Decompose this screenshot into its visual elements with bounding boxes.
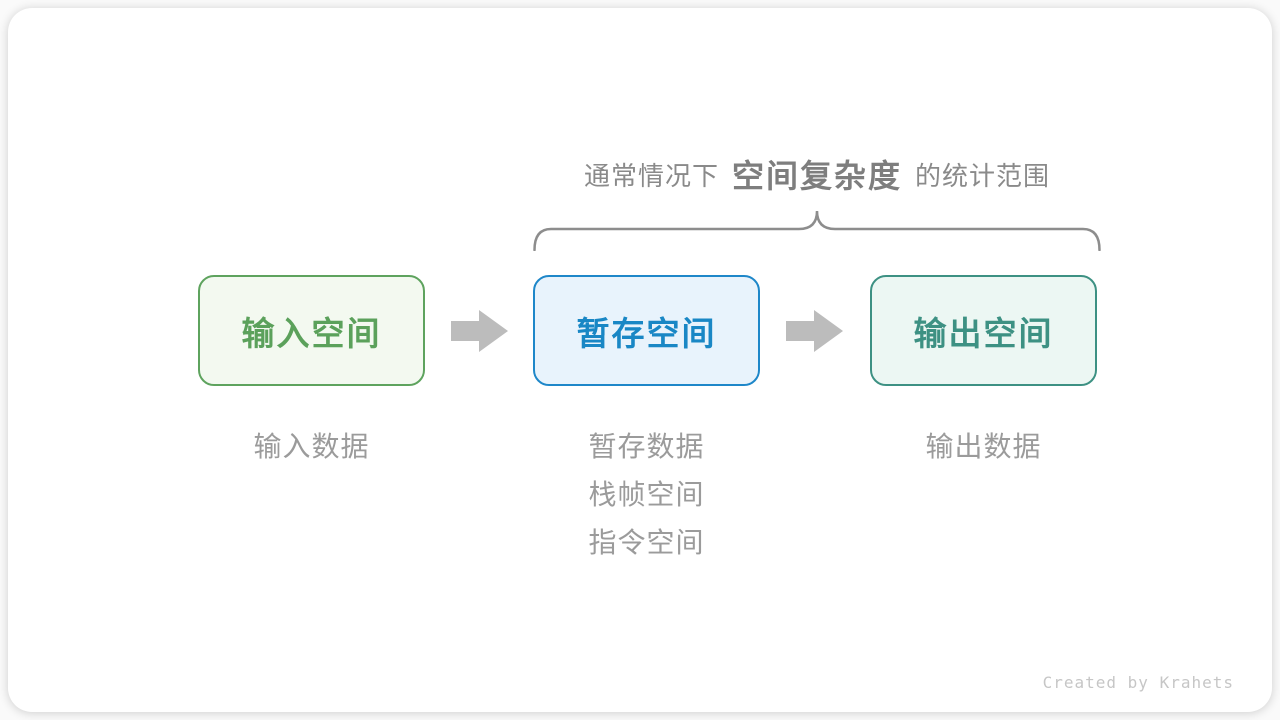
output-space-label: 输出空间 [913,314,1054,352]
curly-brace-icon [533,210,1101,251]
caption-prefix: 通常情况下 [583,160,719,191]
temp-space-label: 暂存空间 [576,314,717,352]
annotation-line: 暂存数据 [588,431,705,462]
annotation-line: 输出数据 [925,431,1042,462]
annotation-line: 栈帧空间 [588,479,705,510]
credit-text: Created by Krahets [1042,673,1234,692]
input-space-label: 输入空间 [241,314,382,352]
arrow-right-icon [786,310,843,352]
diagram-card: 通常情况下 空间复杂度 的统计范围 输入空间 暂存空间 输出空间 输入数据 暂存… [8,8,1272,712]
caption-highlight: 空间复杂度 [731,158,902,194]
input-space-box: 输入空间 [198,275,425,386]
output-annotations: 输出数据 [870,423,1097,471]
temp-annotations: 暂存数据 栈帧空间 指令空间 [533,423,760,567]
scope-caption: 通常情况下 空间复杂度 的统计范围 [533,151,1101,197]
output-space-box: 输出空间 [870,275,1097,386]
caption-suffix: 的统计范围 [915,160,1051,191]
input-annotations: 输入数据 [198,423,425,471]
annotation-line: 指令空间 [588,527,705,558]
annotation-line: 输入数据 [253,431,370,462]
arrow-right-icon [451,310,508,352]
temp-space-box: 暂存空间 [533,275,760,386]
